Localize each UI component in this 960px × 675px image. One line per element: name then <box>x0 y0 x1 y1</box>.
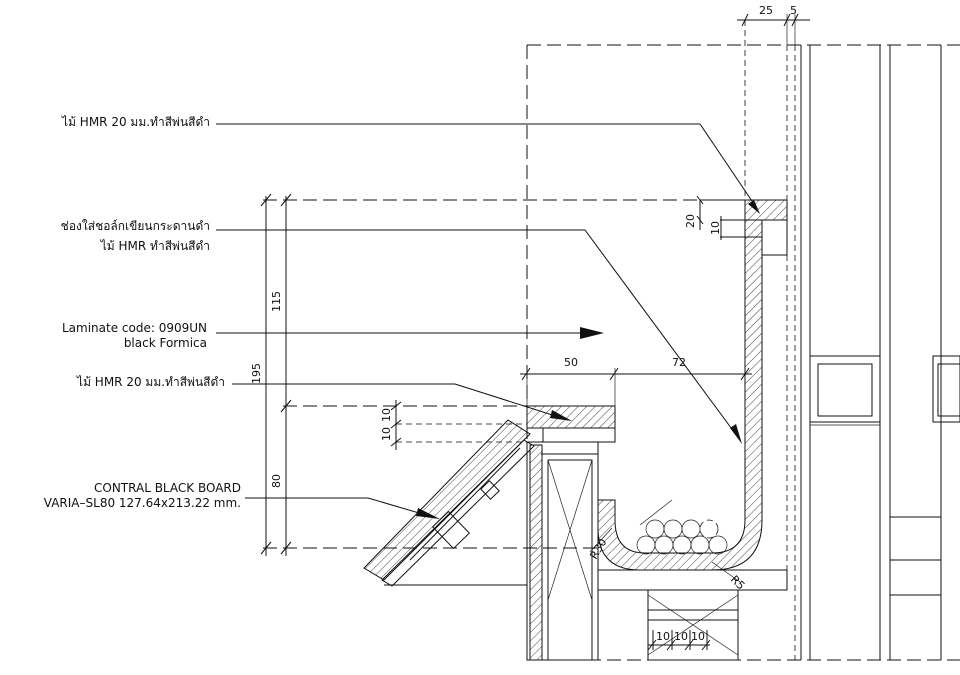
dim-25: 25 <box>759 4 773 17</box>
width-dimension: 50 72 <box>520 356 752 406</box>
dim-115: 115 <box>270 291 283 312</box>
chalk-tray-top: 20 10 <box>684 195 788 256</box>
top-dimension: 25 5 <box>737 4 810 200</box>
dim-80: 80 <box>270 474 283 488</box>
dim-10-top: 10 <box>709 221 722 235</box>
blackboard-panel <box>363 419 535 587</box>
leader-lines <box>216 123 760 519</box>
dim-10-bottom-b: 10 <box>674 630 688 643</box>
callout-chalk-slot-line2: ไม้ HMR ทำสีพ่นสีดำ <box>100 239 210 253</box>
dim-5: 5 <box>790 4 797 17</box>
right-wall <box>786 45 960 660</box>
callout-top-hmr: ไม้ HMR 20 มม.ทำสีพ่นสีดำ <box>62 115 210 129</box>
dim-10-bottom-a: 10 <box>656 630 670 643</box>
callout-chalk-slot-line1: ช่องใส่ชอล์กเขียนกระดานดำ <box>60 219 210 233</box>
callout-board-line1: CONTRAL BLACK BOARD <box>94 481 241 495</box>
upper-frame <box>526 405 616 661</box>
dim-10-lower: 10 <box>380 427 393 441</box>
callout-board-line2: VARIA–SL80 127.64x213.22 mm. <box>43 496 241 510</box>
callout-mid-hmr: ไม้ HMR 20 มม.ทำสีพ่นสีดำ <box>77 375 225 389</box>
callout-laminate-line2: black Formica <box>123 336 207 350</box>
chalk-tray-channel <box>597 219 788 591</box>
dim-10-bottom-c: 10 <box>691 630 705 643</box>
dim-20: 20 <box>684 214 697 228</box>
bottom-stud: 10 10 10 <box>647 589 739 661</box>
chalk-pieces <box>636 499 728 555</box>
height-dimensions: 115 195 80 <box>250 193 745 556</box>
dim-72: 72 <box>672 356 686 369</box>
dim-195: 195 <box>250 363 263 384</box>
dim-50: 50 <box>564 356 578 369</box>
small-dimensions: 10 10 <box>380 400 527 450</box>
dim-10-upper: 10 <box>380 408 393 422</box>
callout-laminate-line1: Laminate code: 0909UN <box>61 321 207 335</box>
